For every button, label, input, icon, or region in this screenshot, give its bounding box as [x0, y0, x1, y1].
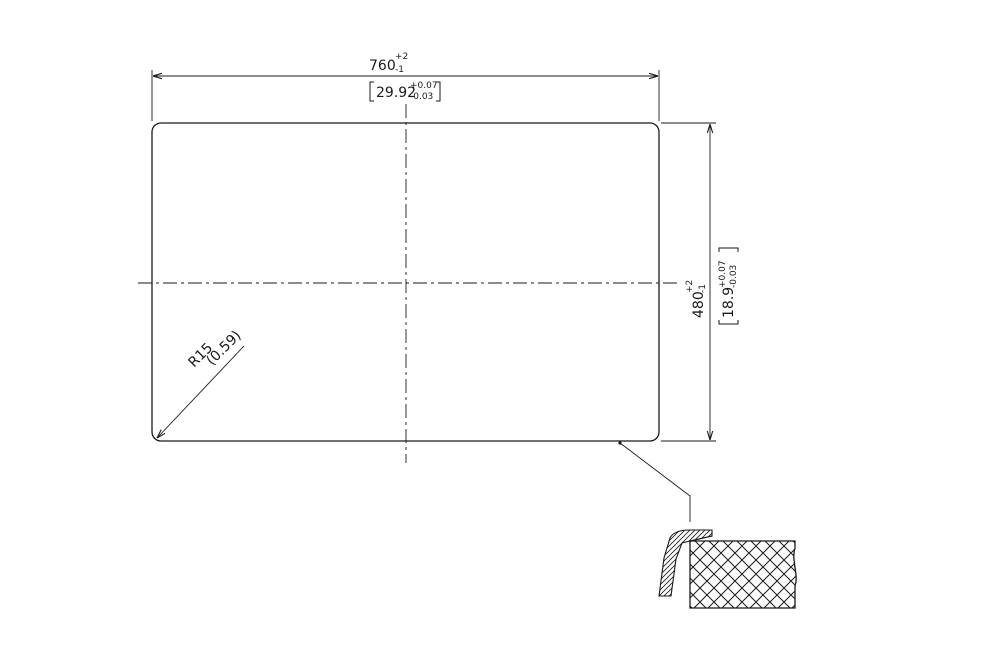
width-inch-tol-upper: +0.07 [410, 81, 438, 91]
detail-leader-dot [618, 441, 622, 445]
width-mm-value: 760 [369, 58, 396, 74]
height-inch-tol-upper: +0.07 [718, 260, 728, 288]
height-inch-tol-lower: -0.03 [729, 265, 739, 288]
width-mm-tol-upper: +2 [395, 52, 408, 62]
height-dimension: 480 +2 -1 18.9 +0.07 -0.03 [661, 122, 739, 442]
height-mm-value: 480 [691, 291, 707, 318]
width-inch-value: 29.92 [376, 85, 416, 101]
sink-outline [151, 122, 660, 442]
width-dimension: 760 +2 -1 29.92 +0.07 -0.03 [151, 52, 660, 121]
countertop-section [689, 540, 797, 609]
radius-callout: R15 (0.59) [157, 328, 245, 438]
height-inch-value: 18.9 [721, 287, 737, 318]
height-mm-tol-upper: +2 [685, 280, 695, 293]
detail-leader-line [619, 442, 691, 522]
section-detail [658, 529, 797, 609]
width-mm-tol-lower: -1 [395, 65, 404, 75]
sink-lip-section [658, 529, 713, 597]
width-inch-tol-lower: -0.03 [410, 92, 433, 102]
height-mm-tol-lower: -1 [698, 284, 708, 293]
